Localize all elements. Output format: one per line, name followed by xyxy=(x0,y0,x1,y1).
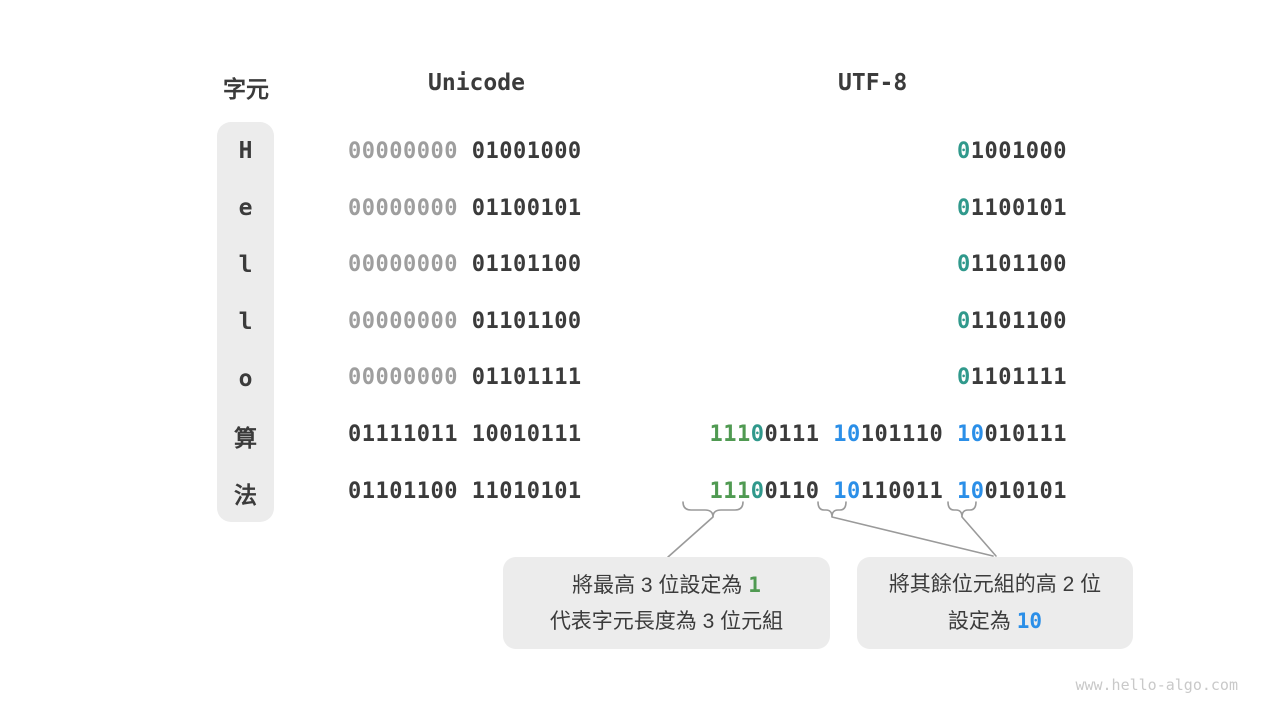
bit-segment: 1100101 xyxy=(970,195,1067,221)
utf8-binary-row: 11100110 10110011 10010101 xyxy=(467,478,1067,506)
bit-segment: 0110 xyxy=(764,478,820,504)
brace-cont-byte-2 xyxy=(817,501,847,518)
unicode-binary-row: 00000000 01001000 xyxy=(348,138,648,166)
column-header-utf8: UTF-8 xyxy=(838,70,908,96)
bit-segment: 0 xyxy=(957,365,971,391)
bit-segment: 01101100 xyxy=(471,308,582,334)
callout-leading-bits: 將最高 3 位設定為 1 代表字元長度為 3 位元組 xyxy=(503,557,830,649)
utf8-binary-row: 01001000 xyxy=(467,138,1067,166)
bit-segment: 1101100 xyxy=(970,308,1067,334)
bit-segment: 00000000 xyxy=(348,252,458,278)
bit-segment: 00000000 xyxy=(348,308,458,334)
char-cell: 算 xyxy=(234,426,257,453)
leader-line-left xyxy=(667,516,714,558)
unicode-binary-row: 00000000 01101111 xyxy=(348,364,648,392)
watermark: www.hello-algo.com xyxy=(1075,676,1238,694)
bit-segment: 0 xyxy=(957,139,971,164)
bit-segment: 10 xyxy=(957,422,985,447)
highlight-bits-10: 10 xyxy=(1016,608,1043,633)
bit-segment: 0111 xyxy=(764,422,820,447)
unicode-binary-row: 01111011 10010111 xyxy=(348,421,648,449)
bit-segment: 1101111 xyxy=(970,365,1067,391)
bit-segment: 11010101 xyxy=(471,478,582,504)
utf8-binary-row: 01101100 xyxy=(467,251,1067,279)
column-header-unicode: Unicode xyxy=(428,70,525,96)
bit-segment: 01101100 xyxy=(348,478,458,504)
char-cell: 法 xyxy=(234,483,257,510)
unicode-binary-row: 01101100 11010101 xyxy=(348,478,648,506)
unicode-binary-row: 00000000 01101100 xyxy=(348,308,648,336)
bit-segment: 111 xyxy=(709,422,751,447)
bit-segment: 1001000 xyxy=(970,139,1067,164)
utf8-binary-row: 01101100 xyxy=(467,308,1067,336)
bit-segment: 01001000 xyxy=(471,139,582,164)
callout-continuation-bits: 將其餘位元組的高 2 位 設定為 10 xyxy=(857,557,1133,649)
unicode-binary-row: 00000000 01101100 xyxy=(348,251,648,279)
column-header-char: 字元 xyxy=(223,76,269,102)
bit-segment: 00000000 xyxy=(348,139,458,164)
brace-cont-byte-3 xyxy=(947,501,977,518)
bit-segment: 010111 xyxy=(984,422,1067,447)
bit-segment: 01100101 xyxy=(471,195,582,221)
callout-right-line1: 將其餘位元組的高 2 位 xyxy=(888,572,1102,596)
bit-segment: 0 xyxy=(957,252,971,278)
bit-segment: 111 xyxy=(709,478,751,504)
bit-segment: 00000000 xyxy=(348,195,458,221)
callout-left-line2: 代表字元長度為 3 位元組 xyxy=(549,609,784,633)
bit-segment: 101110 xyxy=(860,422,944,447)
bit-segment: 10 xyxy=(833,422,861,447)
bit-segment: 110011 xyxy=(860,478,944,504)
bit-segment: 0 xyxy=(750,478,765,504)
leader-line-mid xyxy=(831,516,994,557)
brace-leading-bits xyxy=(682,501,744,518)
leader-line-right xyxy=(961,516,997,557)
char-cell: l xyxy=(238,251,253,278)
bit-segment: 010101 xyxy=(984,478,1067,504)
unicode-binary-row: 00000000 01100101 xyxy=(348,195,648,223)
char-cell: l xyxy=(238,308,253,335)
char-cell: o xyxy=(238,366,253,393)
bit-segment: 10 xyxy=(957,478,985,504)
char-cell: H xyxy=(238,137,253,164)
bit-segment: 0 xyxy=(957,308,971,334)
bit-segment: 00000000 xyxy=(348,365,458,391)
char-cell: e xyxy=(238,194,253,221)
bit-segment: 1101100 xyxy=(970,252,1067,278)
bit-segment: 01101100 xyxy=(471,252,582,278)
utf8-binary-row: 01101111 xyxy=(467,364,1067,392)
utf8-binary-row: 11100111 10101110 10010111 xyxy=(467,421,1067,449)
bit-segment: 01101111 xyxy=(471,365,582,391)
bit-segment: 01111011 xyxy=(348,422,458,447)
utf8-binary-row: 01100101 xyxy=(467,195,1067,223)
bit-segment: 0 xyxy=(750,422,765,447)
bit-segment: 10 xyxy=(833,478,861,504)
callout-left-line1: 將最高 3 位設定為 1 xyxy=(572,572,761,597)
highlight-bit-1: 1 xyxy=(748,572,761,597)
bit-segment: 0 xyxy=(957,195,971,221)
callout-right-line2: 設定為 10 xyxy=(947,608,1043,633)
bit-segment: 10010111 xyxy=(471,422,582,447)
